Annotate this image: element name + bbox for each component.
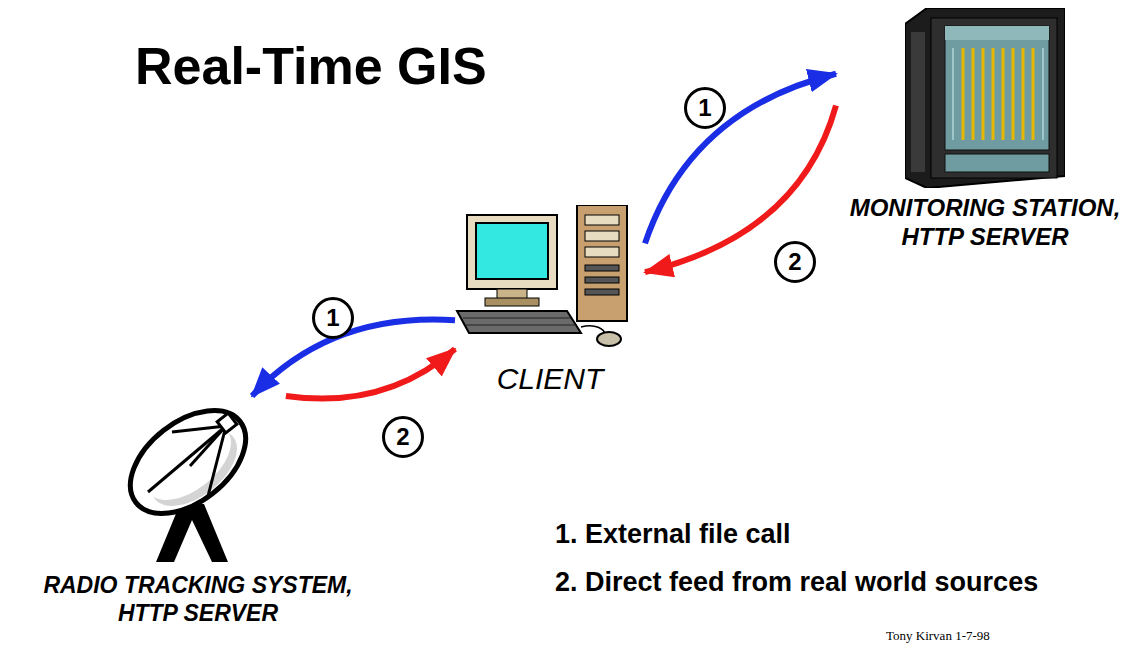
connector-arrow [645,74,836,244]
connector-arrow [286,349,455,399]
callout-number: 2 [382,416,424,458]
computer-illustration [455,205,645,355]
author-credit: Tony Kirvan 1-7-98 [886,628,990,644]
radio-tracking-system: RADIO TRACKING SYSTEM, HTTP SERVER [29,396,367,627]
client-computer: CLIENT [455,205,645,397]
node-label: CLIENT [497,361,604,397]
node-label: RADIO TRACKING SYSTEM, HTTP SERVER [29,572,367,627]
callout-number: 2 [774,241,816,283]
monitoring-station: MONITORING STATION, HTTP SERVER [836,8,1134,252]
legend-note: 2. Direct feed from real world sources [555,567,1038,598]
callout-number: 1 [684,87,726,129]
callout-number: 1 [312,297,354,339]
dish-illustration [108,396,288,566]
server-illustration [905,8,1065,188]
connector-arrow [252,319,455,396]
legend-note: 1. External file call [555,519,791,550]
node-label: MONITORING STATION, HTTP SERVER [836,194,1134,252]
diagram-title: Real-Time GIS [135,36,487,96]
